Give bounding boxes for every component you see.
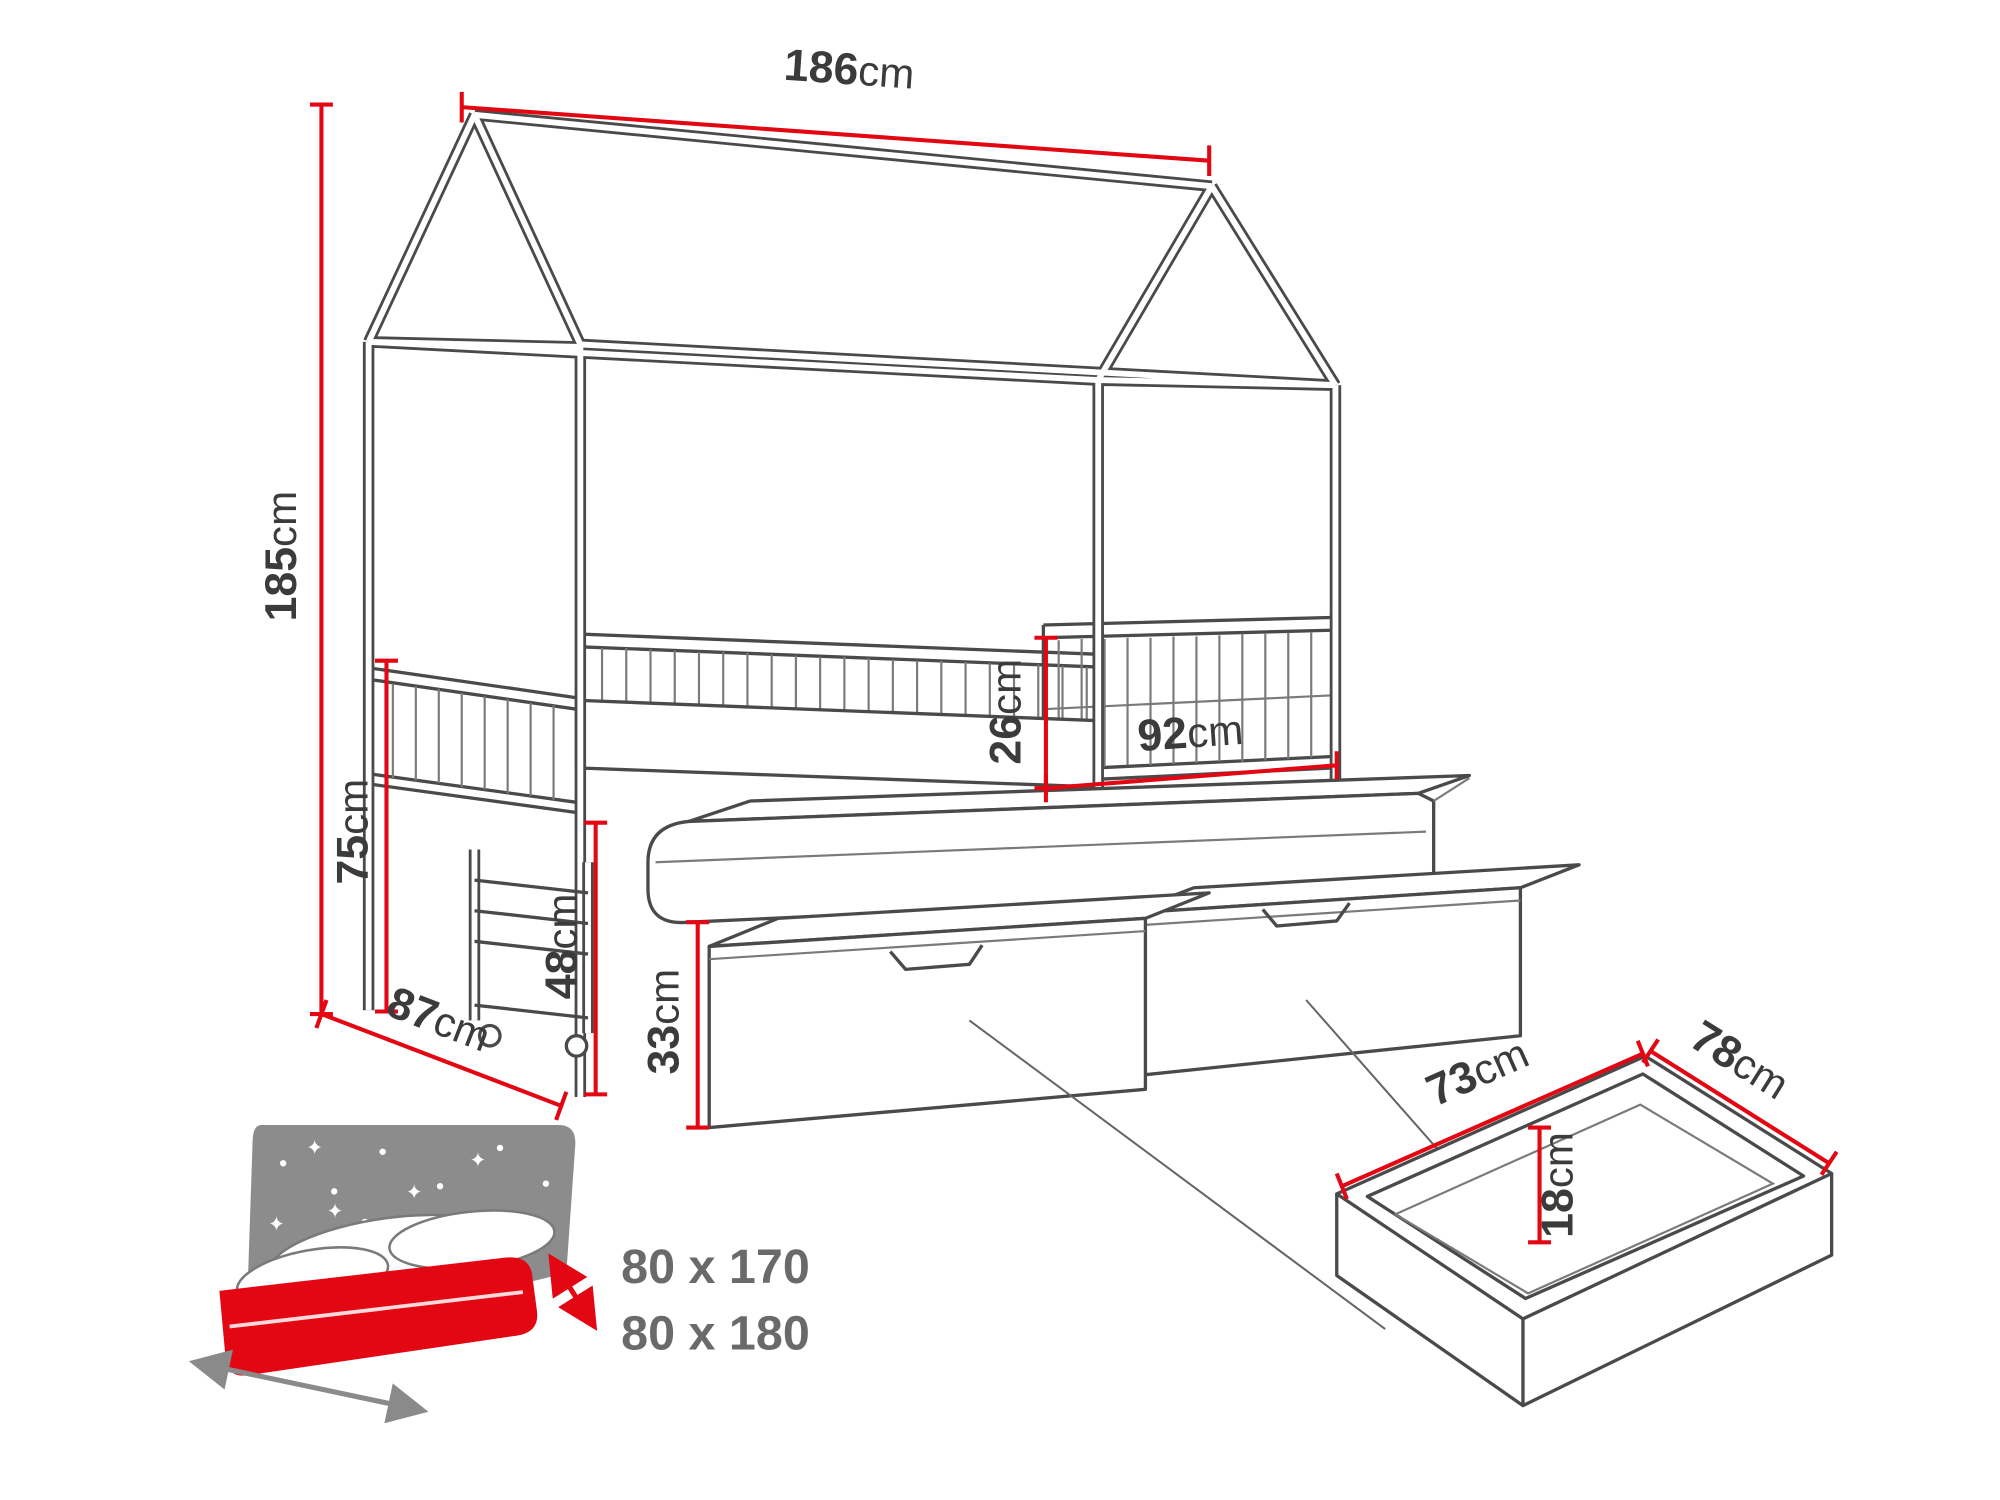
dim-line-drawer-width (1334, 1040, 1650, 1200)
svg-text:✦: ✦ (469, 1148, 486, 1172)
mattress-red (219, 1257, 538, 1376)
dim-line-rail-width (1043, 751, 1339, 803)
dim-line-bed-width (459, 91, 1212, 177)
dim-line-drawer-height (1528, 1125, 1552, 1245)
dim-line-headboard-height (375, 658, 398, 1014)
caster-wheels (477, 1023, 589, 1058)
depth-arrow-gray (188, 1349, 429, 1424)
svg-text:✦: ✦ (268, 1212, 285, 1236)
sheet-line (229, 1290, 524, 1329)
svg-text:✦: ✦ (327, 1199, 344, 1223)
dim-label-bed-width: 186cm (782, 41, 916, 99)
width-arrow-red (548, 1253, 598, 1331)
dim-label-trundle-height: 48cm (538, 894, 587, 1000)
front-guard-rail (1041, 615, 1338, 784)
house-frame (362, 109, 1342, 1097)
mattress-size-icon: ✦ ✦ ✦ ✦ ✦ ✦ ✦ ✦ (188, 1125, 598, 1424)
mattress-size-upper: 80 x 170 (621, 1240, 810, 1294)
side-guard-rail (372, 666, 577, 815)
svg-text:✦: ✦ (406, 1180, 423, 1204)
dim-label-rail-width: 92cm (1136, 705, 1245, 761)
drawer-left (707, 891, 1211, 1130)
drawer-detail-box (1335, 1054, 1834, 1408)
trundle-pull-frame (468, 849, 594, 1058)
dim-line-drawer-depth (1641, 1038, 1839, 1176)
back-guard-rail (576, 632, 1100, 726)
house-bed-drawing (362, 109, 1581, 1130)
dim-label-bed-height: 185cm (257, 491, 306, 622)
mattress-size-lower: 80 x 180 (621, 1306, 810, 1360)
dim-label-drawer-front-height: 33cm (640, 969, 689, 1075)
dim-line-drawer-front-height (686, 920, 710, 1130)
dimension-lines (309, 91, 1839, 1245)
dim-label-drawer-height: 18cm (1534, 1132, 1583, 1238)
dim-label-headboard-height: 75cm (328, 779, 377, 885)
dim-label-rail-height: 26cm (981, 659, 1030, 765)
storage-drawers (707, 863, 1581, 1130)
svg-text:✦: ✦ (306, 1135, 323, 1159)
drawer-right (1125, 863, 1581, 1079)
dim-line-trundle-height (584, 820, 608, 1097)
dim-line-bed-depth (314, 999, 569, 1121)
